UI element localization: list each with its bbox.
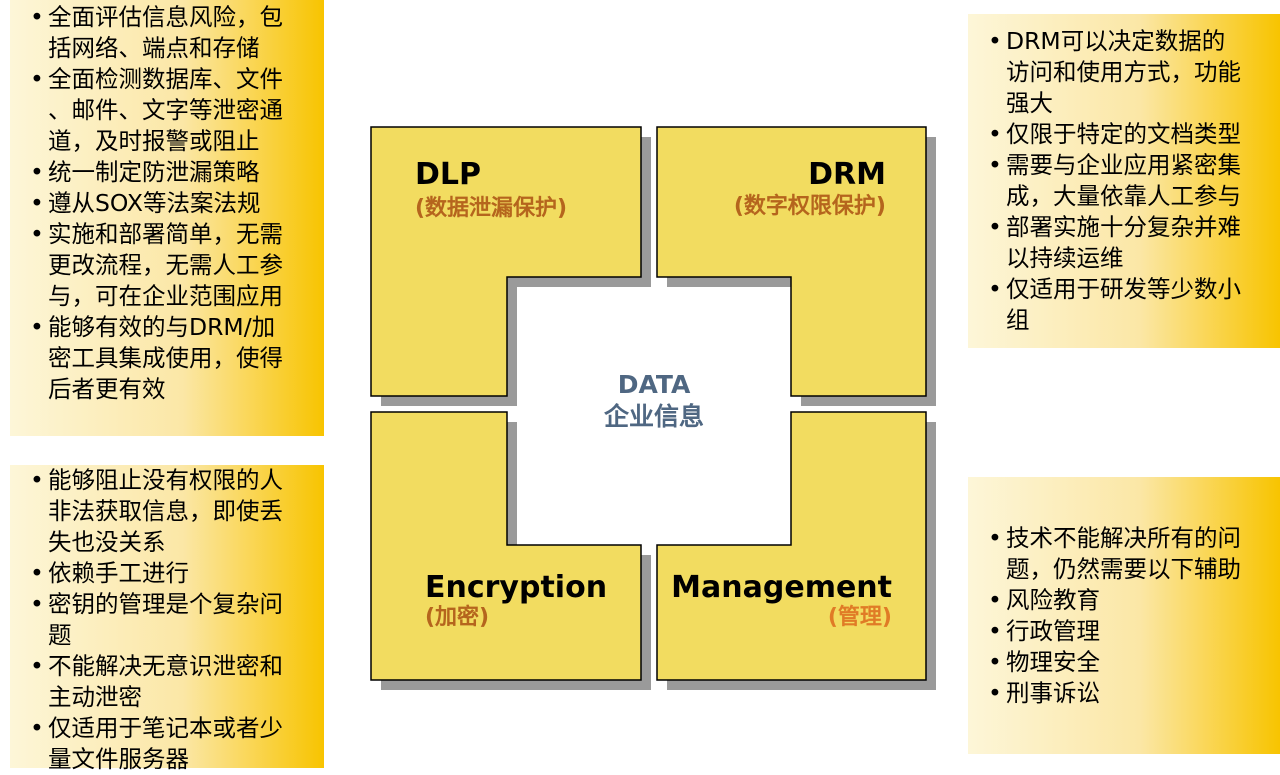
bullet-line: 仅限于特定的文档类型 — [1006, 120, 1241, 148]
quadrant-diagram: DLP (数据泄漏保护) DRM (数字权限保护) DATA 企业信息 Encr… — [366, 124, 942, 700]
bullet-line: 失也没关系 — [48, 528, 166, 556]
bullet-line: 访问和使用方式，功能 — [1006, 58, 1241, 86]
bullet-item: 依赖手工进行 — [26, 558, 324, 589]
bullet-line: 括网络、端点和存储 — [48, 34, 260, 62]
drm-subtitle: (数字权限保护) — [733, 194, 886, 219]
bullet-line: 以持续运维 — [1006, 244, 1124, 272]
bullet-line: 统一制定防泄漏策略 — [48, 158, 260, 186]
encryption-title: Encryption — [425, 570, 608, 605]
bullet-item: 遵从SOX等法案法规 — [26, 188, 324, 219]
bullet-line: 能够阻止没有权限的人 — [48, 466, 283, 494]
bullet-line: 密钥的管理是个复杂问 — [48, 590, 283, 618]
bullet-line: 道，及时报警或阻止 — [48, 127, 260, 155]
drm-title: DRM — [808, 157, 886, 192]
bullet-line: 强大 — [1006, 89, 1053, 117]
bullet-item: 物理安全 — [984, 647, 1280, 678]
bullet-line: DRM可以决定数据的 — [1006, 27, 1226, 55]
bullet-line: 行政管理 — [1006, 617, 1100, 645]
bullet-line: 全面评估信息风险，包 — [48, 3, 283, 31]
bullet-line: 量文件服务器 — [48, 745, 189, 773]
bullet-line: 密工具集成使用，使得 — [48, 344, 283, 372]
management-block — [656, 411, 927, 681]
dlp-block — [370, 126, 642, 397]
bullet-line: 遵从SOX等法案法规 — [48, 189, 261, 217]
bullet-line: 更改流程，无需人工参 — [48, 251, 283, 279]
bullet-line: 物理安全 — [1006, 648, 1100, 676]
drm-block — [656, 126, 927, 397]
center-enterprise-info-label: 企业信息 — [603, 402, 704, 431]
bullet-item: 仅限于特定的文档类型 — [984, 119, 1280, 150]
drm-notes-list: DRM可以决定数据的访问和使用方式，功能强大仅限于特定的文档类型需要与企业应用紧… — [984, 26, 1280, 336]
bullet-line: 部署实施十分复杂并难 — [1006, 213, 1241, 241]
center-data-label: DATA — [617, 370, 691, 399]
management-subtitle: (管理) — [827, 605, 892, 630]
management-title: Management — [671, 570, 892, 605]
encryption-notes-list: 能够阻止没有权限的人非法获取信息，即使丢失也没关系依赖手工进行密钥的管理是个复杂… — [26, 465, 324, 775]
dlp-notes-box: 全面评估信息风险，包括网络、端点和存储全面检测数据库、文件、邮件、文字等泄密通道… — [10, 0, 324, 436]
quadrant-blocks — [370, 126, 936, 690]
bullet-item: 行政管理 — [984, 616, 1280, 647]
dlp-subtitle: (数据泄漏保护) — [415, 196, 568, 221]
bullet-line: 不能解决无意识泄密和 — [48, 652, 283, 680]
bullet-line: 全面检测数据库、文件 — [48, 65, 283, 93]
bullet-item: 刑事诉讼 — [984, 678, 1280, 709]
bullet-line: 、邮件、文字等泄密通 — [48, 96, 283, 124]
bullet-line: 非法获取信息，即使丢 — [48, 497, 283, 525]
bullet-line: 刑事诉讼 — [1006, 679, 1100, 707]
encryption-notes-box: 能够阻止没有权限的人非法获取信息，即使丢失也没关系依赖手工进行密钥的管理是个复杂… — [10, 465, 324, 773]
bullet-line: 主动泄密 — [48, 683, 142, 711]
bullet-line: 技术不能解决所有的问 — [1006, 524, 1241, 552]
bullet-line: 风险教育 — [1006, 586, 1100, 614]
encryption-subtitle: (加密) — [425, 605, 490, 630]
bullet-line: 成，大量依靠人工参与 — [1006, 182, 1241, 210]
bullet-item: 统一制定防泄漏策略 — [26, 157, 324, 188]
dlp-title: DLP — [415, 157, 482, 192]
encryption-block — [370, 411, 642, 681]
bullet-line: 依赖手工进行 — [48, 559, 189, 587]
bullet-line: 实施和部署简单，无需 — [48, 220, 283, 248]
dlp-notes-list: 全面评估信息风险，包括网络、端点和存储全面检测数据库、文件、邮件、文字等泄密通道… — [26, 2, 324, 405]
bullet-line: 能够有效的与DRM/加 — [48, 313, 276, 341]
bullet-item: 风险教育 — [984, 585, 1280, 616]
bullet-line: 仅适用于笔记本或者少 — [48, 714, 283, 742]
bullet-line: 后者更有效 — [48, 375, 166, 403]
bullet-line: 与，可在企业范围应用 — [48, 282, 283, 310]
drm-notes-box: DRM可以决定数据的访问和使用方式，功能强大仅限于特定的文档类型需要与企业应用紧… — [968, 14, 1280, 348]
bullet-line: 仅适用于研发等少数小 — [1006, 275, 1241, 303]
bullet-line: 题，仍然需要以下辅助 — [1006, 555, 1241, 583]
bullet-line: 题 — [48, 621, 72, 649]
bullet-line: 需要与企业应用紧密集 — [1006, 151, 1241, 179]
bullet-line: 组 — [1006, 306, 1030, 334]
blocks — [370, 126, 927, 681]
